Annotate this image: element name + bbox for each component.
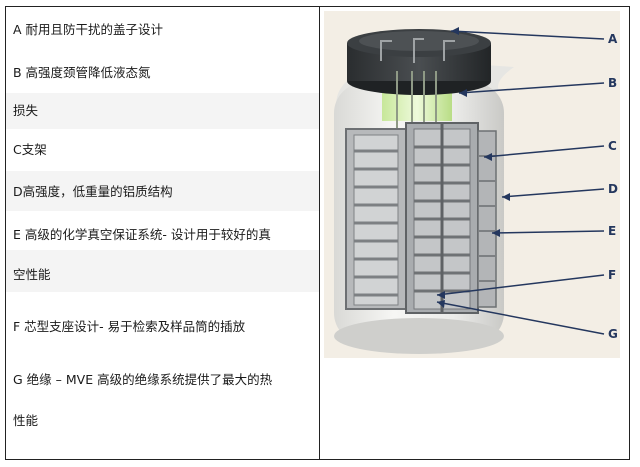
rack-center [405, 122, 479, 314]
feature-line: F 芯型支座设计- 易于检索及样品筒的插放 [13, 319, 246, 334]
callout-label-a: A [608, 32, 618, 46]
callout-label-g: G [608, 327, 618, 341]
table-frame [5, 6, 630, 460]
callout-label-e: E [608, 224, 616, 238]
callout-label-b: B [608, 76, 617, 90]
feature-line: B 高强度颈管降低液态氮 [13, 65, 151, 80]
feature-list: A 耐用且防干扰的盖子设计 B 高强度颈管降低液态氮 损失 C支架 D高强度，低… [6, 7, 319, 459]
feature-line: 损失 [6, 93, 319, 129]
feature-line: C支架 [13, 142, 47, 157]
leader-arrowheads [437, 27, 510, 308]
lid-top-inner [359, 31, 479, 51]
lid-handles [380, 38, 455, 63]
callout-label-d: D [608, 182, 618, 196]
feature-line: E 高级的化学真空保证系统- 设计用于较好的真 [13, 227, 271, 242]
feature-line: 空性能 [6, 250, 319, 292]
dewar-illustration: A B C D E F G [324, 11, 620, 358]
feature-line: A 耐用且防干扰的盖子设计 [13, 22, 164, 37]
canister-rods [396, 71, 437, 131]
feature-line: 性能 [13, 413, 39, 428]
rack-right [477, 130, 497, 308]
column-divider [319, 6, 320, 460]
rack-left [345, 128, 407, 310]
feature-line: D高强度，低重量的铝质结构 [6, 171, 319, 211]
feature-line: G 绝缘 – MVE 高级的绝缘系统提供了最大的热 [13, 372, 273, 387]
dewar-svg: A B C D E F G [334, 27, 618, 354]
callout-label-c: C [608, 139, 617, 153]
dewar-base [334, 318, 504, 354]
callout-label-f: F [608, 268, 616, 282]
leader-lines [436, 30, 605, 335]
diagram-cell: A B C D E F G [320, 7, 629, 459]
